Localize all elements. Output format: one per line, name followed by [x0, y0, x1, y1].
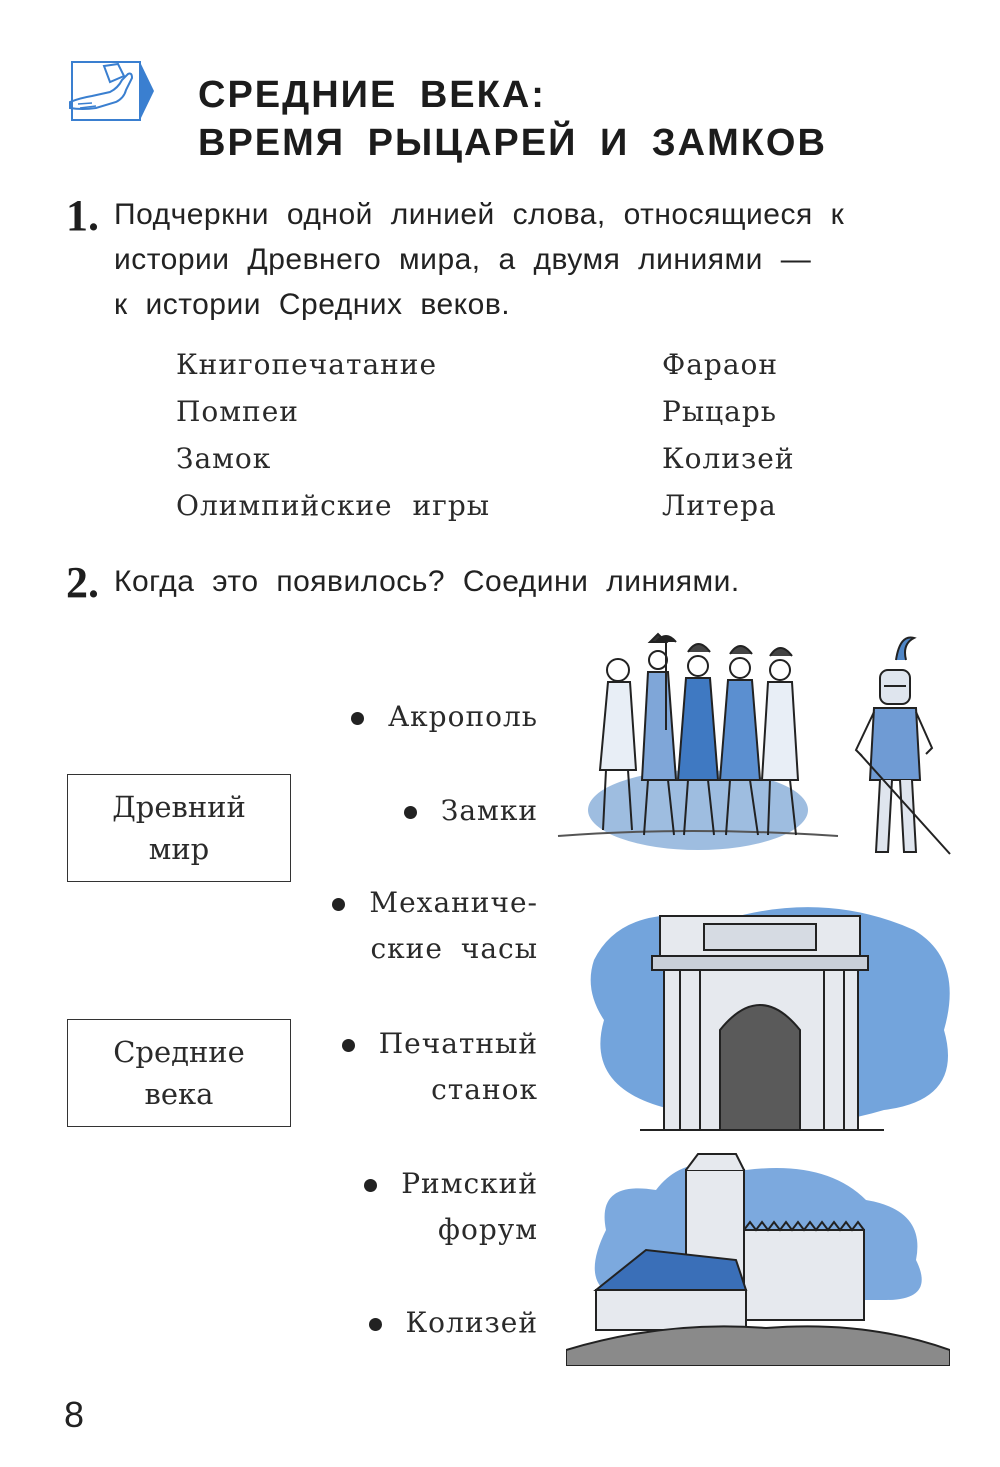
era-box-middle-ages[interactable]: Средние века — [67, 1019, 291, 1127]
task1-text-line1: Подчеркни одной линией слова, относящиес… — [114, 198, 845, 231]
bullet-dot — [364, 1179, 378, 1192]
match-item-castles[interactable]: Замки — [403, 788, 538, 834]
word-item: Помпеи — [176, 395, 299, 428]
page-title-line2: ВРЕМЯ РЫЦАРЕЙ И ЗАМКОВ — [198, 122, 827, 164]
era-box-ancient-world[interactable]: Древний мир — [67, 774, 291, 882]
roman-soldiers-illustration — [548, 630, 840, 862]
era-label: Древний — [112, 790, 246, 824]
page-title-line1: СРЕДНИЕ ВЕКА: — [198, 74, 546, 116]
word-item: Фараон — [662, 348, 779, 381]
word-item: Книгопечатание — [176, 348, 438, 381]
word-item: Замок — [176, 442, 272, 475]
word-item: Литера — [662, 489, 777, 522]
bullet-dot — [332, 898, 346, 911]
task2-text: Когда это появилось? Соедини линиями. — [114, 565, 740, 598]
task1-text-line3: к истории Средних веков. — [114, 288, 511, 321]
bullet-dot — [341, 1039, 355, 1052]
era-label: мир — [148, 832, 210, 866]
writing-hand-icon — [66, 58, 158, 126]
bullet-dot — [350, 712, 364, 725]
page-number: 8 — [64, 1394, 85, 1435]
task1-number: 1. — [66, 191, 99, 240]
word-item: Олимпийские игры — [176, 489, 491, 522]
knight-illustration — [840, 630, 960, 862]
match-item-colosseum[interactable]: Колизей — [368, 1300, 538, 1346]
triumphal-arch-illustration — [584, 900, 960, 1140]
era-label: века — [144, 1077, 214, 1111]
castle-illustration — [565, 1150, 951, 1367]
bullet-dot — [403, 806, 417, 819]
word-item: Колизей — [662, 442, 795, 475]
match-item-mechanical-clock[interactable]: Механиче- ские часы — [332, 880, 538, 972]
task1-text-line2: истории Древнего мира, а двумя линиями — — [114, 243, 812, 276]
match-item-acropolis[interactable]: Акрополь — [350, 694, 538, 740]
word-item: Рыцарь — [662, 395, 777, 428]
match-item-roman-forum[interactable]: Римский форум — [364, 1161, 538, 1253]
era-label: Средние — [113, 1035, 245, 1069]
match-item-printing-press[interactable]: Печатный станок — [341, 1021, 538, 1113]
task2-number: 2. — [66, 558, 99, 607]
bullet-dot — [368, 1318, 382, 1331]
